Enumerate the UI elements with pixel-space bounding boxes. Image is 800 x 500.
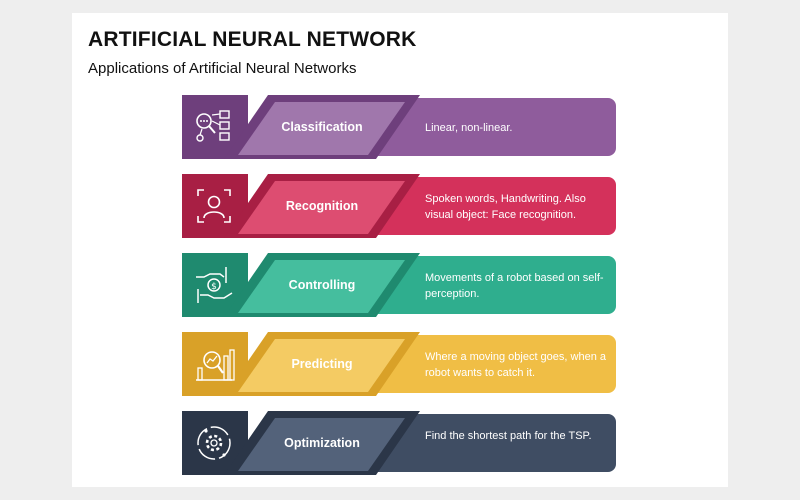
page-subtitle: Applications of Artificial Neural Networ… xyxy=(88,60,357,77)
page-title: ARTIFICIAL NEURAL NETWORK xyxy=(88,28,417,51)
slide-background xyxy=(72,13,728,487)
